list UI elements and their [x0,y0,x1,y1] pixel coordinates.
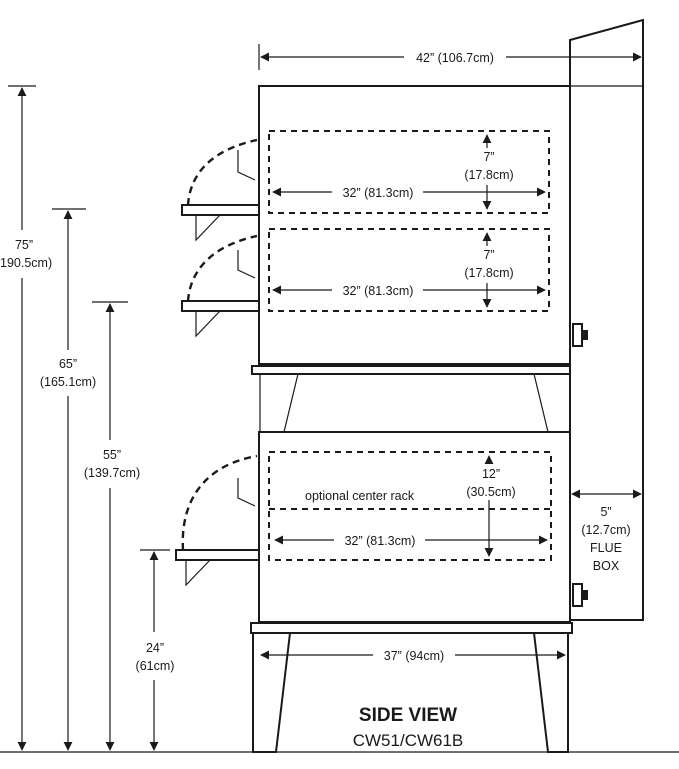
overall-width-label: 42” (106.7cm) [416,51,494,65]
diagram-title: SIDE VIEW [359,705,457,726]
deck-1-outline [268,130,550,214]
spacer-leg-front [259,373,299,433]
lower-oven-body [258,431,571,623]
deck-2-depth-label: 32” (81.3cm) [343,284,414,298]
spacer-leg-rear [533,373,571,433]
deck-3-outline [268,451,552,561]
deck-3-height-metric-label: (30.5cm) [466,485,515,499]
middle-shelf [251,365,573,375]
lower-control-knob [572,583,588,607]
door-3 [175,454,260,587]
height-55-label: 55” [103,448,121,462]
door-2 [181,234,260,338]
deck-2-outline [268,228,550,312]
height-65-label: 65” [59,357,77,371]
height-75-metric-label: (190.5cm) [0,256,52,270]
deck-1-depth-label: 32” (81.3cm) [343,186,414,200]
base-shelf [250,622,573,634]
optional-center-rack-label: optional center rack [305,489,415,503]
height-75-label: 75” [15,238,33,252]
deck-2-height-label: 7” [483,248,494,262]
height-24-metric-label: (61cm) [136,659,175,673]
flue-width-metric-label: (12.7cm) [581,523,630,537]
deck-3-depth-label: 32” (81.3cm) [345,534,416,548]
flue-box [569,18,644,621]
height-24-label: 24” [146,641,164,655]
model-number: CW51/CW61B [353,731,464,750]
flue-label-line2: BOX [593,559,620,573]
deck-2-height-metric-label: (17.8cm) [464,266,513,280]
upper-control-knob [572,323,588,347]
deck-3-height-label: 12” [482,467,500,481]
base-leg-rear [532,632,569,753]
height-65-metric-label: (165.1cm) [40,375,96,389]
upper-oven-body [258,85,571,365]
base-width-label: 37” (94cm) [384,649,444,663]
flue-width-label: 5” [600,505,611,519]
door-1 [181,138,260,242]
flue-label-line1: FLUE [590,541,622,555]
height-55-metric-label: (139.7cm) [84,466,140,480]
base-leg-front [252,632,292,753]
deck-1-height-metric-label: (17.8cm) [464,168,513,182]
deck-1-height-label: 7” [483,150,494,164]
